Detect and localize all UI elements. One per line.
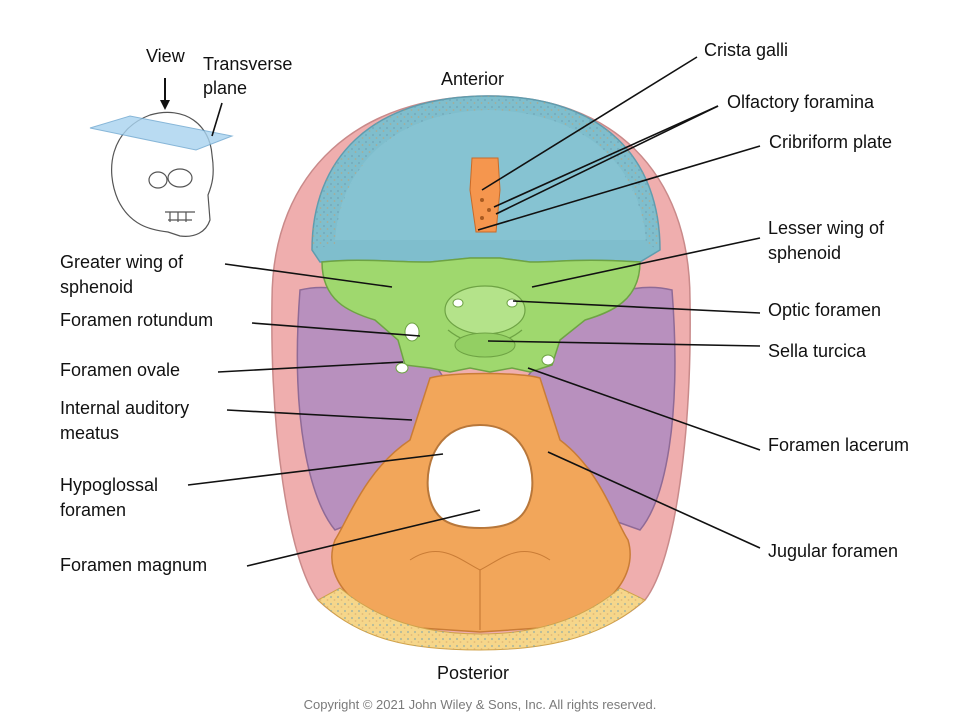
leader-hypoglossal: [187, 453, 444, 486]
lesser-wing-label: Lesser wing of sphenoid: [768, 218, 885, 263]
foramen-lacerum-label: Foramen lacerum: [768, 435, 910, 455]
leader-jugular-foramen: [547, 451, 761, 549]
foramen-magnum-label: Foramen magnum: [60, 555, 208, 575]
leader-lesser-wing: [531, 237, 761, 288]
hypoglossal-label: Hypoglossal foramen: [60, 475, 159, 520]
leader-cribriform: [477, 145, 761, 231]
anterior-label: Anterior: [441, 69, 505, 89]
leader-foramen-rotundum: [251, 322, 421, 337]
leader-internal-auditory: [226, 409, 413, 421]
optic-foramen-label: Optic foramen: [768, 300, 882, 320]
leader-foramen-lacerum: [527, 367, 761, 451]
olfactory-foramina-label: Olfactory foramina: [727, 92, 875, 112]
leader-olfactory-1: [493, 105, 719, 208]
foramen-ovale-label: Foramen ovale: [60, 360, 181, 380]
sphenoid-bone: [321, 257, 641, 374]
internal-auditory-label: Internal auditory meatus: [60, 398, 190, 443]
copyright-notice: Copyright © 2021 John Wiley & Sons, Inc.…: [303, 697, 657, 712]
posterior-label: Posterior: [437, 663, 510, 683]
jugular-foramen-label: Jugular foramen: [768, 541, 899, 561]
leader-olfactory-2: [495, 105, 719, 215]
leader-crista-galli: [481, 56, 698, 191]
greater-wing-label: Greater wing of sphenoid: [60, 252, 184, 297]
view-label: View: [146, 46, 185, 66]
ethmoid-bone: [469, 157, 501, 233]
crista-galli-label: Crista galli: [704, 40, 789, 60]
sella-turcica-label: Sella turcica: [768, 341, 867, 361]
leader-lines: [187, 56, 761, 567]
leader-greater-wing: [224, 263, 393, 288]
cribriform-plate-label: Cribriform plate: [769, 132, 893, 152]
leader-foramen-ovale: [217, 361, 404, 373]
foramen-magnum: [426, 423, 534, 530]
leader-foramen-magnum: [246, 509, 481, 567]
posterior-diploe: [317, 587, 646, 651]
view-arrow-icon: [160, 78, 170, 110]
transverse-plane-icon: [89, 115, 234, 151]
plane-pointer-line: [211, 102, 223, 137]
leader-sella-turcica: [487, 340, 761, 347]
transverse-plane-label: Transverse plane: [203, 54, 293, 98]
foramen-rotundum-label: Foramen rotundum: [60, 310, 214, 330]
leader-optic-foramen: [512, 300, 761, 314]
